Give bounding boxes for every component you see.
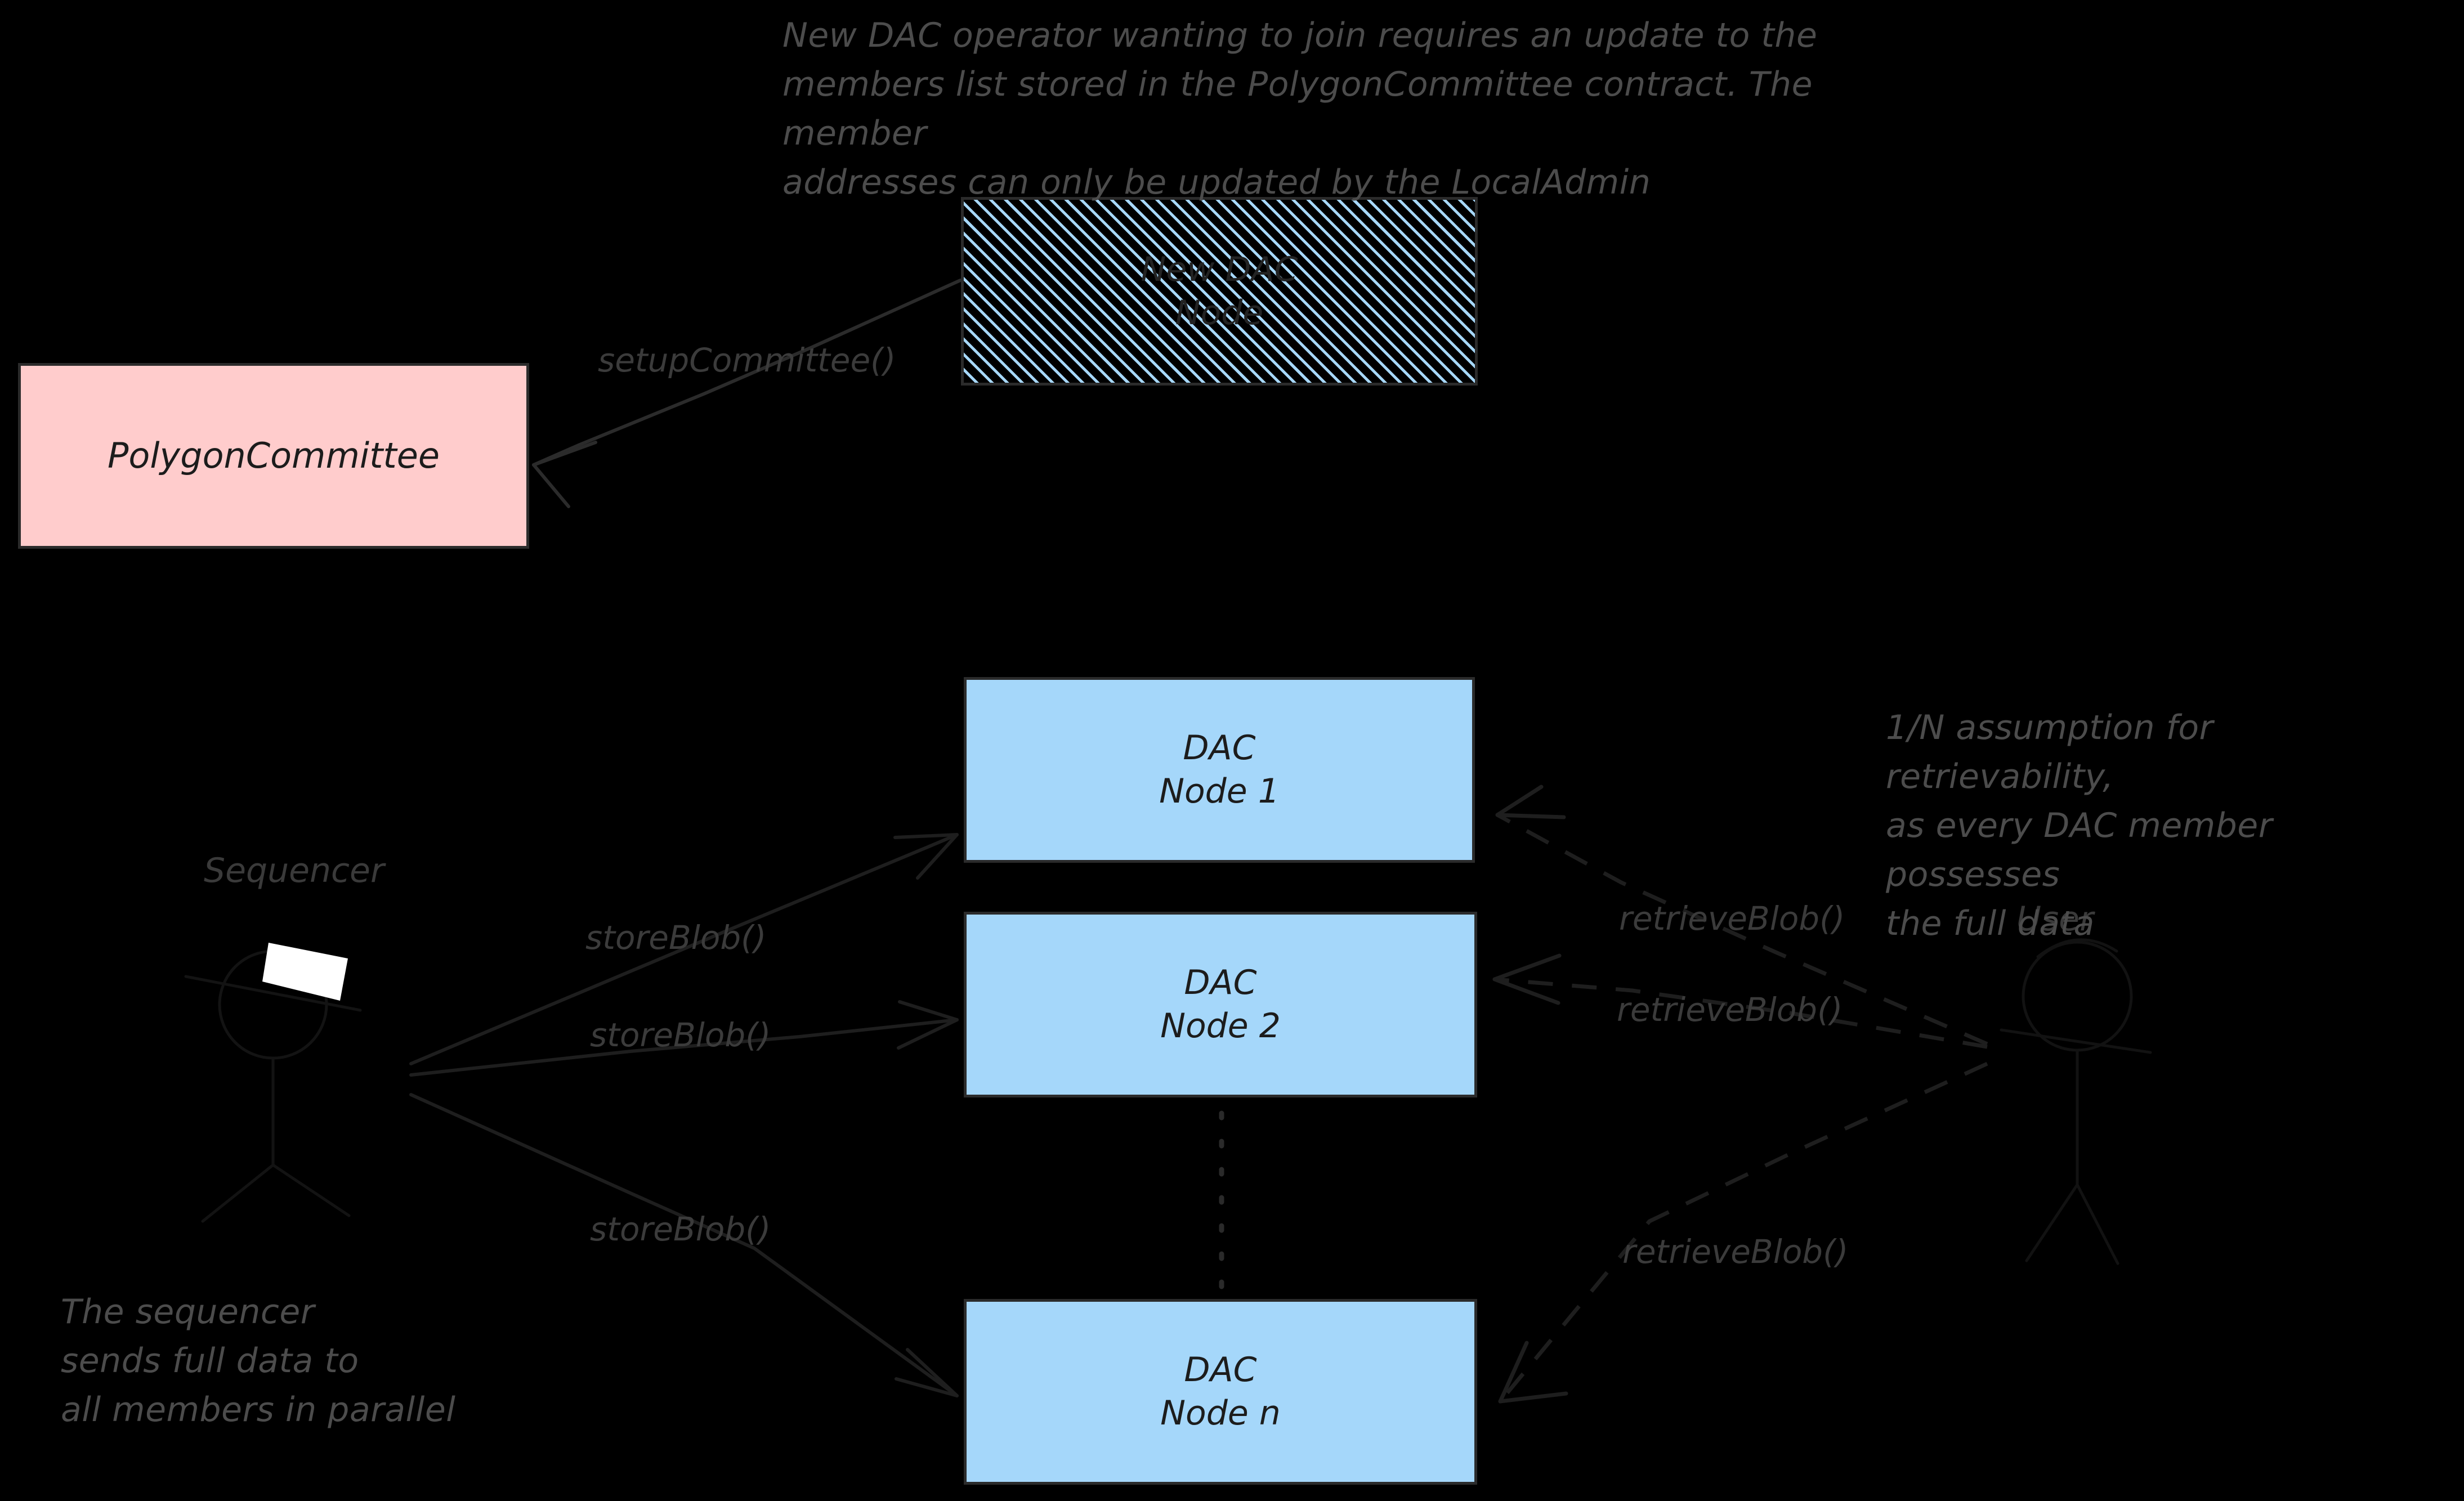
edge-label-retrieve-blob-2: retrieveBlob() xyxy=(1617,991,1843,1029)
edge-retrieve-blob-2 xyxy=(1492,953,1988,1049)
note-top-new-operator: New DAC operator wanting to join require… xyxy=(782,16,1818,202)
node-dac-node-n[interactable]: DAC Node n xyxy=(964,1299,1477,1485)
edge-store-blob-3 xyxy=(409,1093,959,1397)
dac-node-1-line-2: Node 1 xyxy=(1159,772,1280,811)
node-new-dac-node[interactable]: New DAC Node xyxy=(961,197,1478,386)
edge-label-store-blob-1: storeBlob() xyxy=(585,918,767,957)
edge-store-blob-1 xyxy=(409,833,959,1065)
user-figure-icon xyxy=(2000,938,2152,1265)
edge-label-setup-committee: setupCommittee() xyxy=(598,341,896,379)
note-bottom-left-sequencer: The sequencer sends full data to all mem… xyxy=(61,1292,456,1430)
user-label: User xyxy=(2016,899,2094,939)
edge-retrieve-blob-1 xyxy=(1495,785,1988,1046)
edge-label-retrieve-blob-3: retrieveBlob() xyxy=(1622,1233,1849,1271)
edge-label-store-blob-2: storeBlob() xyxy=(590,1016,771,1054)
sequencer-mask-icon xyxy=(262,943,348,1001)
note-right-retrievability: 1/N assumption for retrievability, as ev… xyxy=(1886,708,2273,943)
edge-setup-committee xyxy=(532,279,962,508)
edge-retrieve-blob-3 xyxy=(1498,1061,1988,1404)
node-polygon-committee[interactable]: PolygonCommittee xyxy=(18,363,529,549)
dac-node-n-line-2: Node n xyxy=(1160,1394,1281,1433)
edge-label-retrieve-blob-1: retrieveBlob() xyxy=(1619,899,1845,938)
new-dac-node-line-1: New DAC xyxy=(1141,249,1298,289)
node-dac-node-1[interactable]: DAC Node 1 xyxy=(964,677,1475,863)
polygon-committee-label: PolygonCommittee xyxy=(108,435,440,477)
edge-store-blob-2 xyxy=(409,1000,959,1077)
new-dac-node-line-2: Node xyxy=(1175,293,1264,333)
dac-node-2-line-1: DAC xyxy=(1184,963,1257,1003)
node-dac-node-2[interactable]: DAC Node 2 xyxy=(964,912,1477,1097)
dac-node-1-line-1: DAC xyxy=(1183,728,1256,768)
dac-node-2-line-2: Node 2 xyxy=(1160,1006,1281,1046)
sequencer-label: Sequencer xyxy=(204,851,384,890)
edge-label-store-blob-3: storeBlob() xyxy=(590,1210,771,1248)
dac-node-n-line-1: DAC xyxy=(1184,1350,1257,1390)
